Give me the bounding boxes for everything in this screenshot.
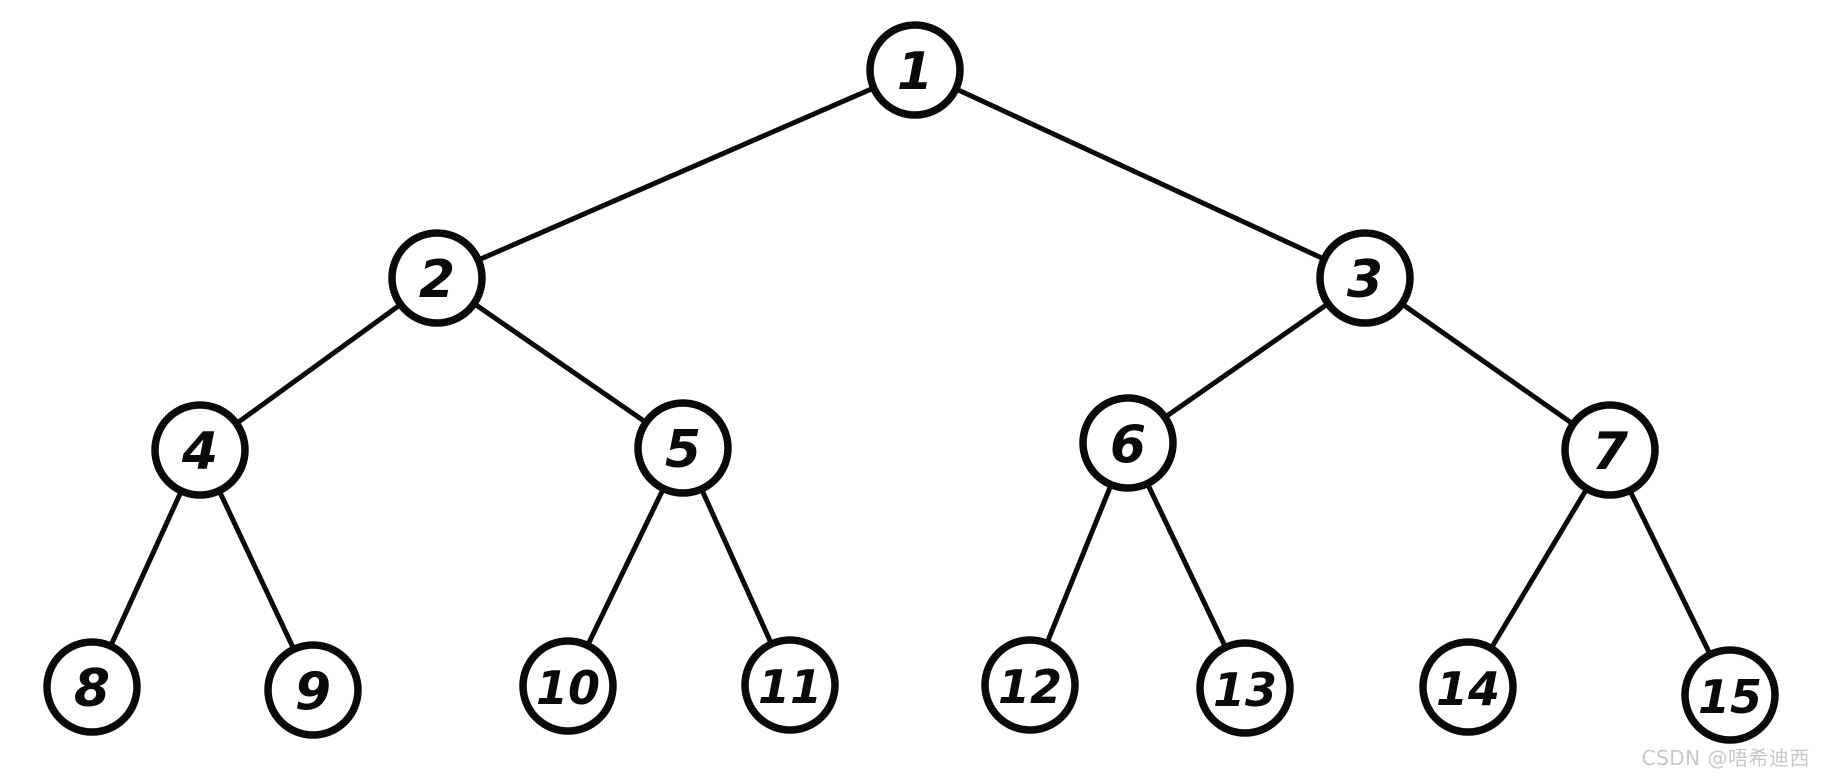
tree-node-14[interactable]: 14 — [1419, 638, 1517, 736]
node-label-1: 1 — [897, 42, 933, 102]
tree-edge-3-6 — [1160, 300, 1333, 421]
tree-node-3[interactable]: 3 — [1316, 229, 1414, 327]
node-label-3: 3 — [1347, 250, 1383, 310]
tree-edge-4-9 — [215, 486, 298, 654]
tree-node-13[interactable]: 13 — [1196, 639, 1294, 737]
node-circle-7 — [1561, 401, 1659, 499]
node-circle-4 — [151, 401, 249, 499]
node-circle-3 — [1316, 229, 1414, 327]
node-label-10: 10 — [536, 661, 600, 715]
node-label-13: 13 — [1213, 663, 1277, 717]
tree-edge-1-3 — [951, 85, 1329, 263]
node-label-4: 4 — [181, 422, 218, 482]
node-circle-6 — [1079, 394, 1177, 492]
tree-node-15[interactable]: 15 — [1681, 646, 1779, 744]
tree-edge-2-5 — [469, 299, 651, 427]
node-circle-14 — [1419, 638, 1517, 736]
node-label-8: 8 — [74, 659, 110, 719]
tree-node-8[interactable]: 8 — [43, 638, 141, 736]
node-circle-5 — [634, 399, 732, 497]
tree-node-2[interactable]: 2 — [388, 229, 486, 327]
node-label-6: 6 — [1110, 415, 1146, 475]
edge-layer — [107, 84, 1714, 659]
node-label-12: 12 — [998, 660, 1062, 714]
node-label-5: 5 — [665, 420, 701, 480]
tree-node-9[interactable]: 9 — [264, 641, 362, 739]
node-circle-11 — [741, 636, 839, 734]
node-circle-12 — [981, 636, 1079, 734]
tree-node-5[interactable]: 5 — [634, 399, 732, 497]
node-circle-2 — [388, 229, 486, 327]
node-circle-15 — [1681, 646, 1779, 744]
tree-edge-7-15 — [1626, 486, 1714, 659]
tree-edge-6-13 — [1144, 479, 1229, 652]
tree-node-7[interactable]: 7 — [1561, 401, 1659, 499]
tree-node-1[interactable]: 1 — [866, 21, 964, 119]
tree-node-10[interactable]: 10 — [519, 637, 617, 735]
tree-edge-2-4 — [232, 300, 405, 428]
tree-edge-3-7 — [1397, 300, 1578, 428]
node-circle-8 — [43, 638, 141, 736]
tree-edge-4-8 — [107, 486, 185, 651]
node-circle-10 — [519, 637, 617, 735]
node-circle-1 — [866, 21, 964, 119]
node-label-14: 14 — [1436, 662, 1500, 716]
node-label-2: 2 — [419, 250, 455, 310]
node-label-9: 9 — [295, 662, 331, 722]
tree-edge-6-12 — [1043, 480, 1115, 648]
node-label-15: 15 — [1698, 670, 1762, 724]
tree-edge-1-2 — [473, 84, 879, 264]
tree-edge-7-14 — [1487, 484, 1591, 653]
tree-node-12[interactable]: 12 — [981, 636, 1079, 734]
tree-node-4[interactable]: 4 — [151, 401, 249, 499]
tree-node-11[interactable]: 11 — [741, 636, 839, 734]
watermark-text: CSDN @唔希迪西 — [1641, 746, 1810, 770]
node-circle-9 — [264, 641, 362, 739]
tree-edge-5-10 — [584, 484, 667, 650]
tree-node-6[interactable]: 6 — [1079, 394, 1177, 492]
node-circle-13 — [1196, 639, 1294, 737]
node-label-7: 7 — [1592, 422, 1629, 482]
node-label-11: 11 — [758, 660, 822, 714]
tree-edge-5-11 — [698, 484, 775, 649]
